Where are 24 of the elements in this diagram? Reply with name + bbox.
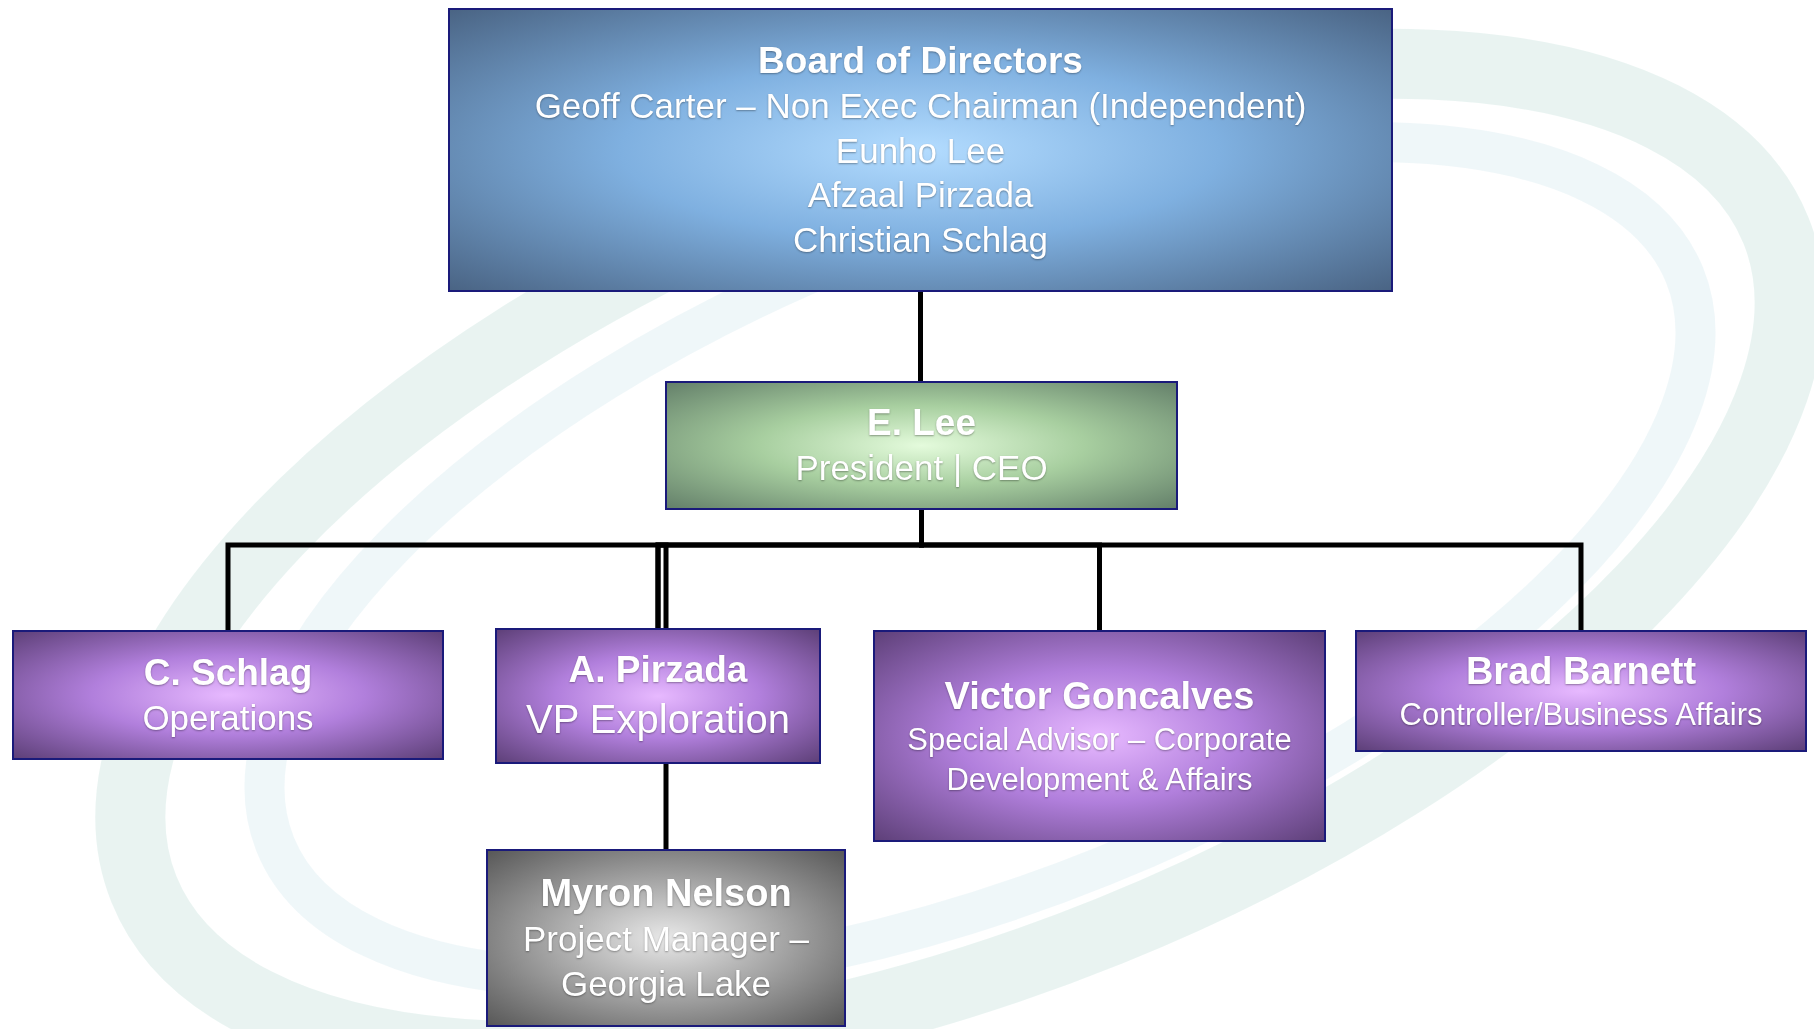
org-box (873, 630, 1326, 842)
role-name: A. Pirzada (568, 648, 748, 693)
role-title: President | CEO (795, 447, 1048, 490)
role-name: Brad Barnett (1465, 648, 1697, 694)
role-title: Controller/Business Affairs (1399, 696, 1763, 735)
role-title: Special Advisor – Corporate Development & Affairs (906, 721, 1293, 799)
org-box (495, 628, 821, 764)
member-name: Christian Schlag (793, 218, 1048, 261)
org-box (12, 630, 444, 760)
role-name: Myron Nelson (540, 870, 792, 916)
connector-line (918, 292, 923, 381)
role-title: Operations (142, 696, 314, 739)
role-name: Board of Directors (758, 39, 1083, 83)
role-name: Victor Goncalves (944, 673, 1255, 719)
org-box (486, 849, 846, 1027)
role-name: E. Lee (867, 401, 976, 446)
org-box (448, 8, 1393, 292)
member-name: Afzaal Pirzada (807, 174, 1034, 217)
role-title: VP Exploration (526, 695, 790, 743)
member-name: Eunho Lee (835, 129, 1006, 172)
role-name: C. Schlag (143, 650, 313, 695)
org-box (1355, 630, 1807, 752)
member-name: Geoff Carter – Non Exec Chairman (Independent) (534, 85, 1307, 128)
org-box (665, 381, 1178, 510)
